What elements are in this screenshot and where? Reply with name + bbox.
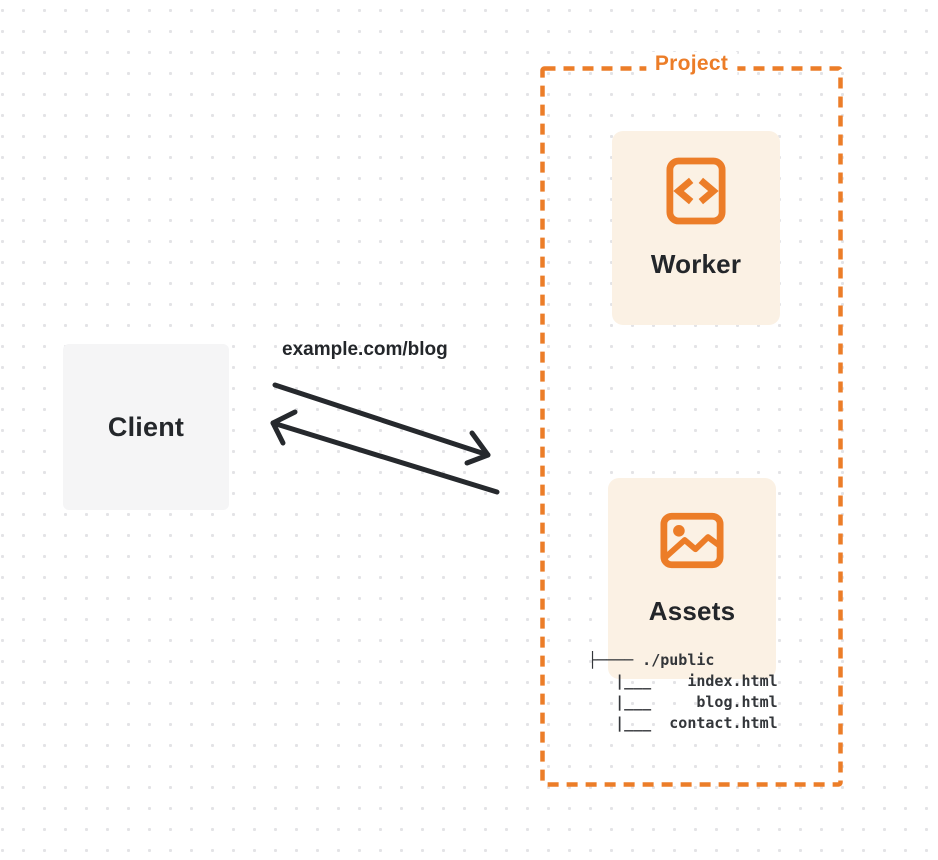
- file-tree: ├──── ./public |___ index.html |___ blog…: [588, 651, 778, 732]
- client-node: Client: [63, 344, 229, 510]
- image-icon: [660, 512, 724, 569]
- project-container: Project Worker Assets ├──── ./public |__…: [540, 52, 843, 787]
- worker-node-label: Worker: [650, 249, 742, 279]
- request-arrow: [272, 382, 491, 466]
- code-file-icon: [666, 157, 726, 225]
- project-dashed-border: [540, 66, 843, 787]
- worker-node: Worker: [612, 131, 780, 325]
- request-response-arrows: [270, 382, 500, 495]
- response-arrow: [270, 409, 500, 495]
- project-label: Project: [645, 52, 738, 76]
- assets-node-label: Assets: [648, 596, 736, 626]
- assets-node: Assets: [608, 478, 776, 679]
- client-node-label: Client: [107, 411, 185, 442]
- request-url-label: example.com/blog: [282, 339, 448, 360]
